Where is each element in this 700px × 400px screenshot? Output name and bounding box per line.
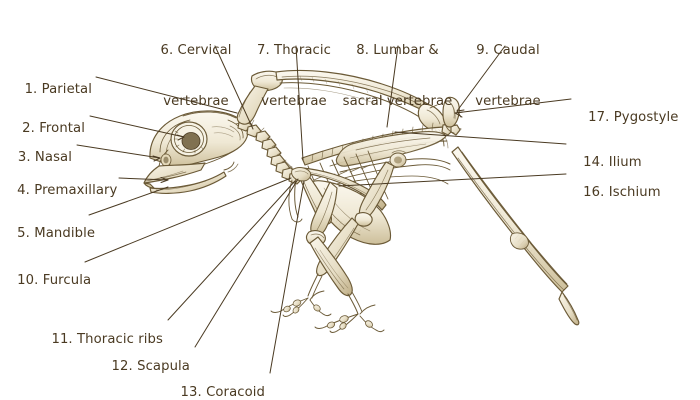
label-lumbar-sacral-vertebrae[interactable]: 8. Lumbar & sacral vertebrae (330, 8, 465, 144)
label-thoracic-vertebrae-line2: vertebrae (261, 94, 327, 109)
label-cervical-vertebrae[interactable]: 6. Cervical vertebrae (146, 8, 246, 144)
label-ischium[interactable]: 16. Ischium (566, 167, 661, 218)
label-pygostyle[interactable]: 17. Pygostyle (571, 92, 678, 143)
sternum-keel-group (309, 180, 392, 245)
ribcage-group (307, 150, 389, 230)
shoulder-girdle-group (288, 167, 387, 225)
leader-line-coracoid (269, 180, 305, 374)
label-ilium[interactable]: 14. Ilium (566, 137, 642, 188)
label-caudal-vertebrae-line2: vertebrae (475, 94, 541, 109)
label-thoracic-vertebrae-line1: 7. Thoracic (256, 43, 332, 58)
label-nasal[interactable]: 3. Nasal (0, 132, 72, 183)
label-parietal-text: 1. Parietal (24, 82, 92, 97)
label-mandible[interactable]: 5. Mandible (0, 208, 95, 259)
label-cervical-vertebrae-line2: vertebrae (163, 94, 229, 109)
label-pygostyle-text: 17. Pygostyle (588, 110, 679, 125)
near-foot (314, 304, 385, 333)
leader-arrow-nasal (152, 155, 161, 162)
label-thoracic-ribs[interactable]: 11. Thoracic ribs (0, 314, 163, 365)
label-premaxillary[interactable]: 4. Premaxillary (0, 165, 118, 216)
leader-line-nasal (76, 144, 161, 159)
label-coracoid[interactable]: 13. Coracoid (0, 367, 265, 400)
label-coracoid-text: 13. Coracoid (180, 385, 265, 400)
label-premaxillary-text: 4. Premaxillary (17, 183, 118, 198)
label-frontal[interactable]: 2. Frontal (0, 103, 85, 154)
label-parietal[interactable]: 1. Parietal (0, 64, 92, 115)
leader-line-scapula (194, 178, 299, 348)
label-lumbar-sacral-vertebrae-line1: 8. Lumbar & (356, 43, 439, 58)
label-scapula-text: 12. Scapula (111, 359, 190, 374)
leader-line-thoracic-ribs (167, 180, 296, 321)
label-mandible-text: 5. Mandible (17, 226, 96, 241)
label-furcula-text: 10. Furcula (17, 273, 92, 288)
label-ilium-text: 14. Ilium (583, 155, 642, 170)
label-scapula[interactable]: 12. Scapula (0, 341, 190, 392)
label-caudal-vertebrae-line1: 9. Caudal (476, 43, 540, 58)
label-nasal-text: 3. Nasal (17, 150, 72, 165)
leader-line-premaxillary (118, 177, 169, 181)
label-thoracic-ribs-text: 11. Thoracic ribs (51, 332, 163, 347)
legs-group (270, 161, 395, 333)
far-wing-group (451, 146, 580, 326)
label-ischium-text: 16. Ischium (583, 185, 661, 200)
label-frontal-text: 2. Frontal (22, 121, 85, 136)
label-caudal-vertebrae[interactable]: 9. Caudal vertebrae (458, 8, 558, 144)
label-lumbar-sacral-vertebrae-line2: sacral vertebrae (342, 94, 453, 109)
far-foot (270, 290, 332, 317)
label-furcula[interactable]: 10. Furcula (0, 255, 91, 306)
label-cervical-vertebrae-line1: 6. Cervical (160, 43, 232, 58)
leader-arrow-premaxillary (160, 177, 169, 183)
label-thoracic-vertebrae[interactable]: 7. Thoracic vertebrae (244, 8, 344, 144)
leader-line-ischium (338, 173, 567, 187)
